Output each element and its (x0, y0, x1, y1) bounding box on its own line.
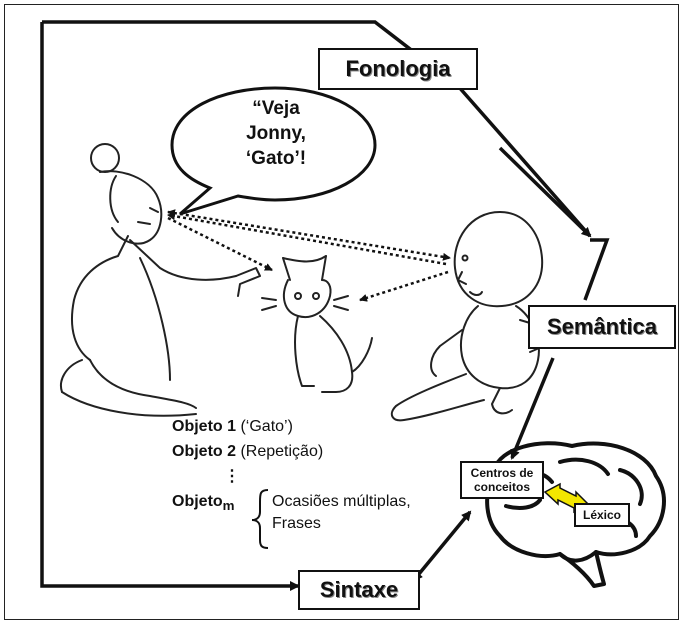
semantica-box: Semântica (528, 305, 676, 349)
object-m-label: Objeto (172, 493, 223, 510)
flow-arrow-to-semantica (500, 148, 590, 236)
object-2-row: Objeto 2 (Repetição) (172, 439, 323, 464)
gaze-mother-cat (168, 218, 272, 270)
brace-line-1: Ocasiões múltiplas, (272, 491, 411, 513)
object-1-row: Objeto 1 (‘Gato’) (172, 414, 323, 439)
speech-line-3: ‘Gato’! (212, 146, 340, 171)
semantica-label: Semântica (547, 314, 657, 340)
gaze-mother-baby (168, 212, 450, 258)
sintaxe-label: Sintaxe (320, 577, 398, 603)
object-ellipsis-row: ⋮ (172, 464, 323, 489)
centros-label: Centros de conceitos (464, 466, 540, 494)
cat-figure (262, 256, 372, 392)
object-m-subscript: m (223, 498, 235, 513)
lexico-box: Léxico (574, 503, 630, 527)
object-2-note: (Repetição) (240, 443, 323, 460)
gaze-baby-cat (360, 272, 448, 300)
object-1-note: (‘Gato’) (240, 418, 292, 435)
fonologia-box: Fonologia (318, 48, 478, 90)
semantica-corner (585, 240, 607, 300)
flow-arrow-sintaxe-brain (414, 512, 470, 580)
object-2-label: Objeto 2 (172, 443, 236, 460)
centros-conceitos-box: Centros de conceitos (460, 461, 544, 499)
brace-line-2: Frases (272, 513, 411, 535)
speech-line-2: Jonny, (212, 121, 340, 146)
baby-figure (392, 212, 544, 420)
fonologia-label: Fonologia (345, 56, 450, 82)
object-1-label: Objeto 1 (172, 418, 236, 435)
speech-line-1: “Veja (212, 96, 340, 121)
lexico-label: Léxico (583, 508, 621, 522)
speech-bubble-text: “Veja Jonny, ‘Gato’! (212, 96, 340, 171)
brace-description: Ocasiões múltiplas, Frases (272, 491, 411, 535)
object-ellipsis: ⋮ (224, 468, 240, 485)
gaze-baby-mother (168, 215, 446, 264)
sintaxe-box: Sintaxe (298, 570, 420, 610)
